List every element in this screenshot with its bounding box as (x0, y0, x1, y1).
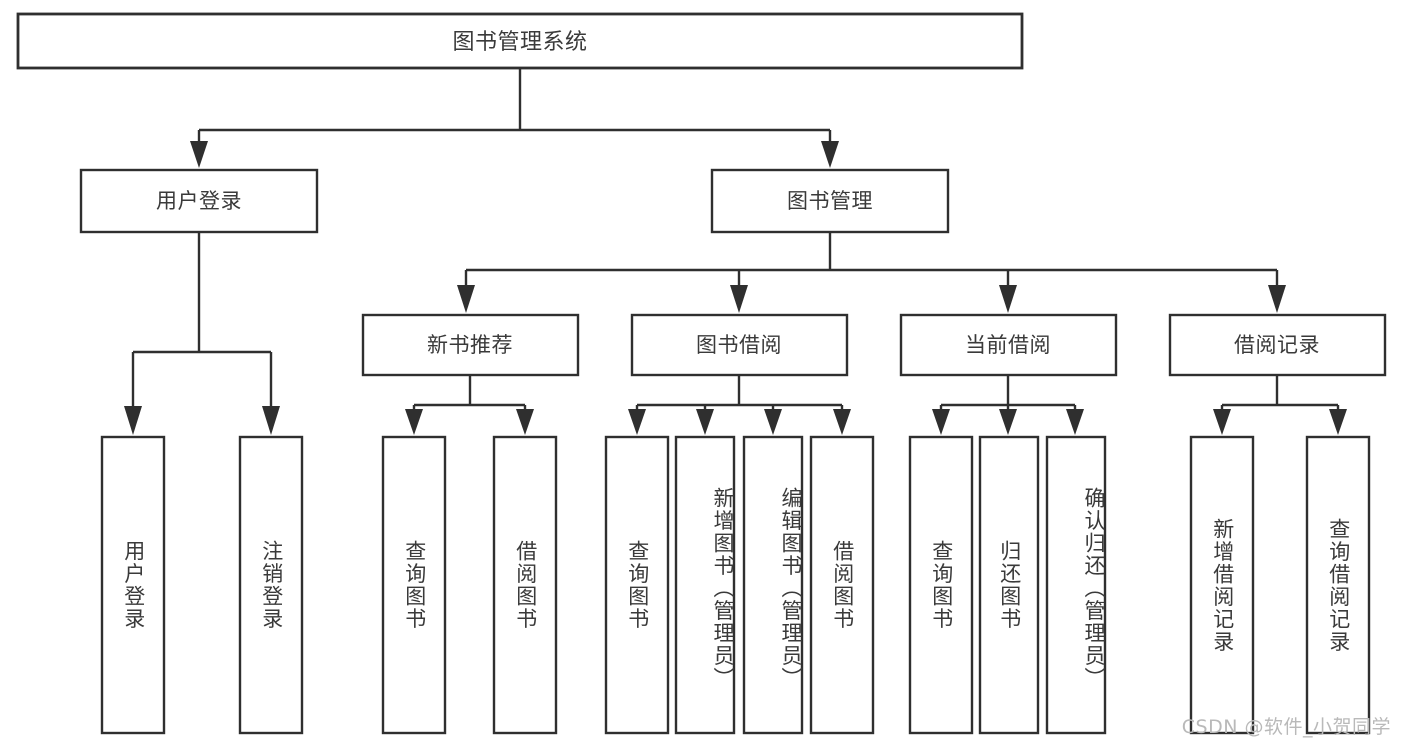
arrow-head-leaf-add-book (696, 409, 714, 435)
connector-group-book-management (457, 232, 1286, 313)
node-box-leaf-query-book-3[interactable] (908, 435, 974, 735)
node-label-user-login: 用户登录 (156, 189, 242, 213)
arrow-head-new-book-recommend (457, 285, 475, 313)
node-box-new-book-recommend[interactable] (361, 313, 580, 377)
node-box-leaf-confirm-return[interactable] (1045, 435, 1107, 735)
arrow-head-current-borrow (999, 285, 1017, 313)
arrow-head-book-management (821, 141, 839, 168)
node-box-current-borrow[interactable] (899, 313, 1118, 377)
arrow-head-leaf-user-login (124, 406, 142, 435)
connector-group-root (190, 68, 839, 168)
arrow-head-book-borrow (730, 285, 748, 313)
node-label-borrow-record: 借阅记录 (1234, 333, 1320, 357)
node-box-borrow-record[interactable] (1168, 313, 1387, 377)
node-box-leaf-return-book[interactable] (978, 435, 1040, 735)
node-box-leaf-query-book-1[interactable] (381, 435, 447, 735)
node-label-book-management: 图书管理 (787, 189, 873, 213)
connector-group-new-book-recommend (405, 375, 534, 435)
connector-group-current-borrow (932, 375, 1084, 435)
arrow-head-leaf-query-book-2 (628, 409, 646, 435)
node-box-leaf-borrow-book-1[interactable] (492, 435, 558, 735)
connector-group-user-login (124, 232, 280, 435)
node-box-leaf-edit-book[interactable] (742, 435, 804, 735)
node-box-leaf-query-book-2[interactable] (604, 435, 670, 735)
node-box-leaf-add-book[interactable] (674, 435, 736, 735)
node-box-leaf-logout[interactable] (238, 435, 304, 735)
arrow-head-user-login (190, 141, 208, 168)
arrow-head-leaf-add-record (1213, 409, 1231, 435)
arrow-head-borrow-record (1268, 285, 1286, 313)
arrow-head-leaf-query-record (1329, 409, 1347, 435)
connector-group-borrow-record (1213, 375, 1347, 435)
node-box-leaf-add-record[interactable] (1189, 435, 1255, 735)
arrow-head-leaf-edit-book (764, 409, 782, 435)
arrow-head-leaf-query-book-3 (932, 409, 950, 435)
node-label-book-borrow: 图书借阅 (696, 333, 782, 357)
node-box-book-borrow[interactable] (630, 313, 849, 377)
node-box-leaf-query-record[interactable] (1305, 435, 1371, 735)
arrow-head-leaf-logout (262, 406, 280, 435)
arrow-head-leaf-confirm-return (1066, 409, 1084, 435)
node-box-user-login[interactable] (79, 168, 319, 234)
node-label-new-book-recommend: 新书推荐 (427, 333, 513, 357)
connector-group-book-borrow (628, 375, 851, 435)
node-box-root[interactable] (16, 12, 1024, 70)
arrow-head-leaf-query-book-1 (405, 409, 423, 435)
arrow-head-leaf-borrow-book-2 (833, 409, 851, 435)
node-label-current-borrow: 当前借阅 (965, 333, 1051, 357)
node-box-leaf-user-login[interactable] (100, 435, 166, 735)
arrow-head-leaf-borrow-book-1 (516, 409, 534, 435)
node-box-book-management[interactable] (710, 168, 950, 234)
arrow-head-leaf-return-book (999, 409, 1017, 435)
node-box-leaf-borrow-book-2[interactable] (809, 435, 875, 735)
node-label-root: 图书管理系统 (452, 30, 587, 55)
csdn-watermark: CSDN @软件_小贺同学 (1181, 716, 1391, 738)
